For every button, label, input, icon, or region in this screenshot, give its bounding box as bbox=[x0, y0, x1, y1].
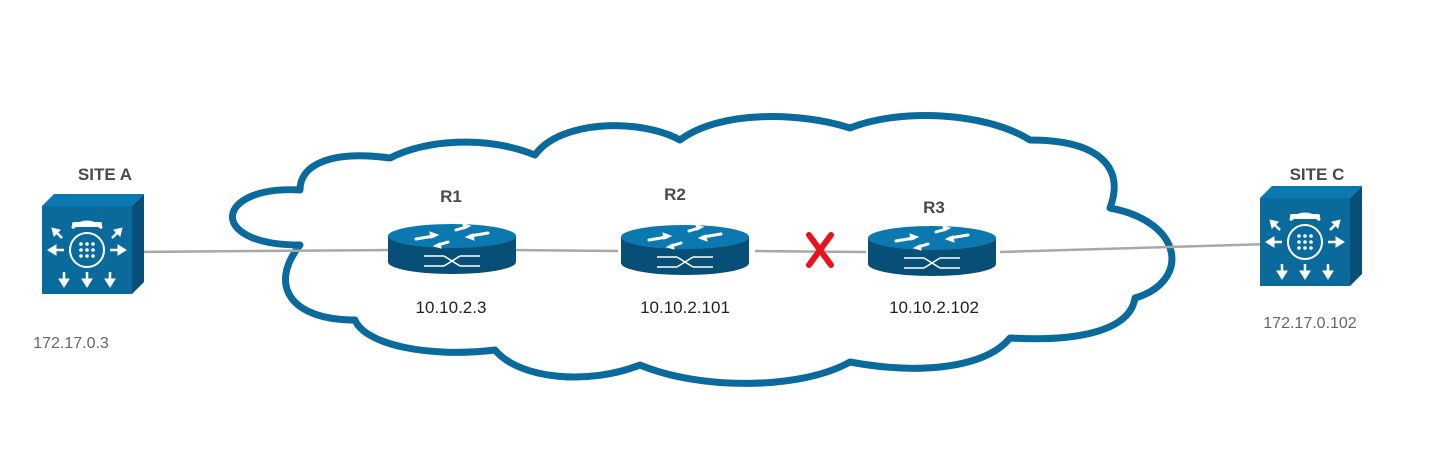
link-r3-site-c bbox=[999, 242, 1271, 254]
router-r1-ip: 10.10.2.3 bbox=[416, 298, 487, 317]
site-c-ip: 172.17.0.102 bbox=[1263, 315, 1357, 332]
router-icon bbox=[866, 224, 998, 278]
link-r2-r3 bbox=[754, 249, 867, 254]
x-mark-icon bbox=[806, 232, 834, 268]
router-r2-label: R2 bbox=[664, 185, 686, 204]
voice-switch-icon bbox=[40, 192, 146, 296]
site-a-label: SITE A bbox=[78, 165, 132, 184]
router-r2-ip: 10.10.2.101 bbox=[640, 298, 730, 317]
router-r1-label: R1 bbox=[440, 187, 462, 206]
site-a-ip: 172.17.0.3 bbox=[33, 335, 109, 352]
router-r3-ip: 10.10.2.102 bbox=[889, 298, 979, 317]
link-r1-r2 bbox=[507, 248, 619, 253]
site-c-label: SITE C bbox=[1290, 165, 1345, 184]
router-icon bbox=[386, 222, 518, 276]
link-site-a-r1 bbox=[131, 248, 393, 254]
router-icon bbox=[619, 223, 751, 277]
voice-switch-icon bbox=[1258, 184, 1364, 288]
router-r3-label: R3 bbox=[923, 198, 945, 217]
